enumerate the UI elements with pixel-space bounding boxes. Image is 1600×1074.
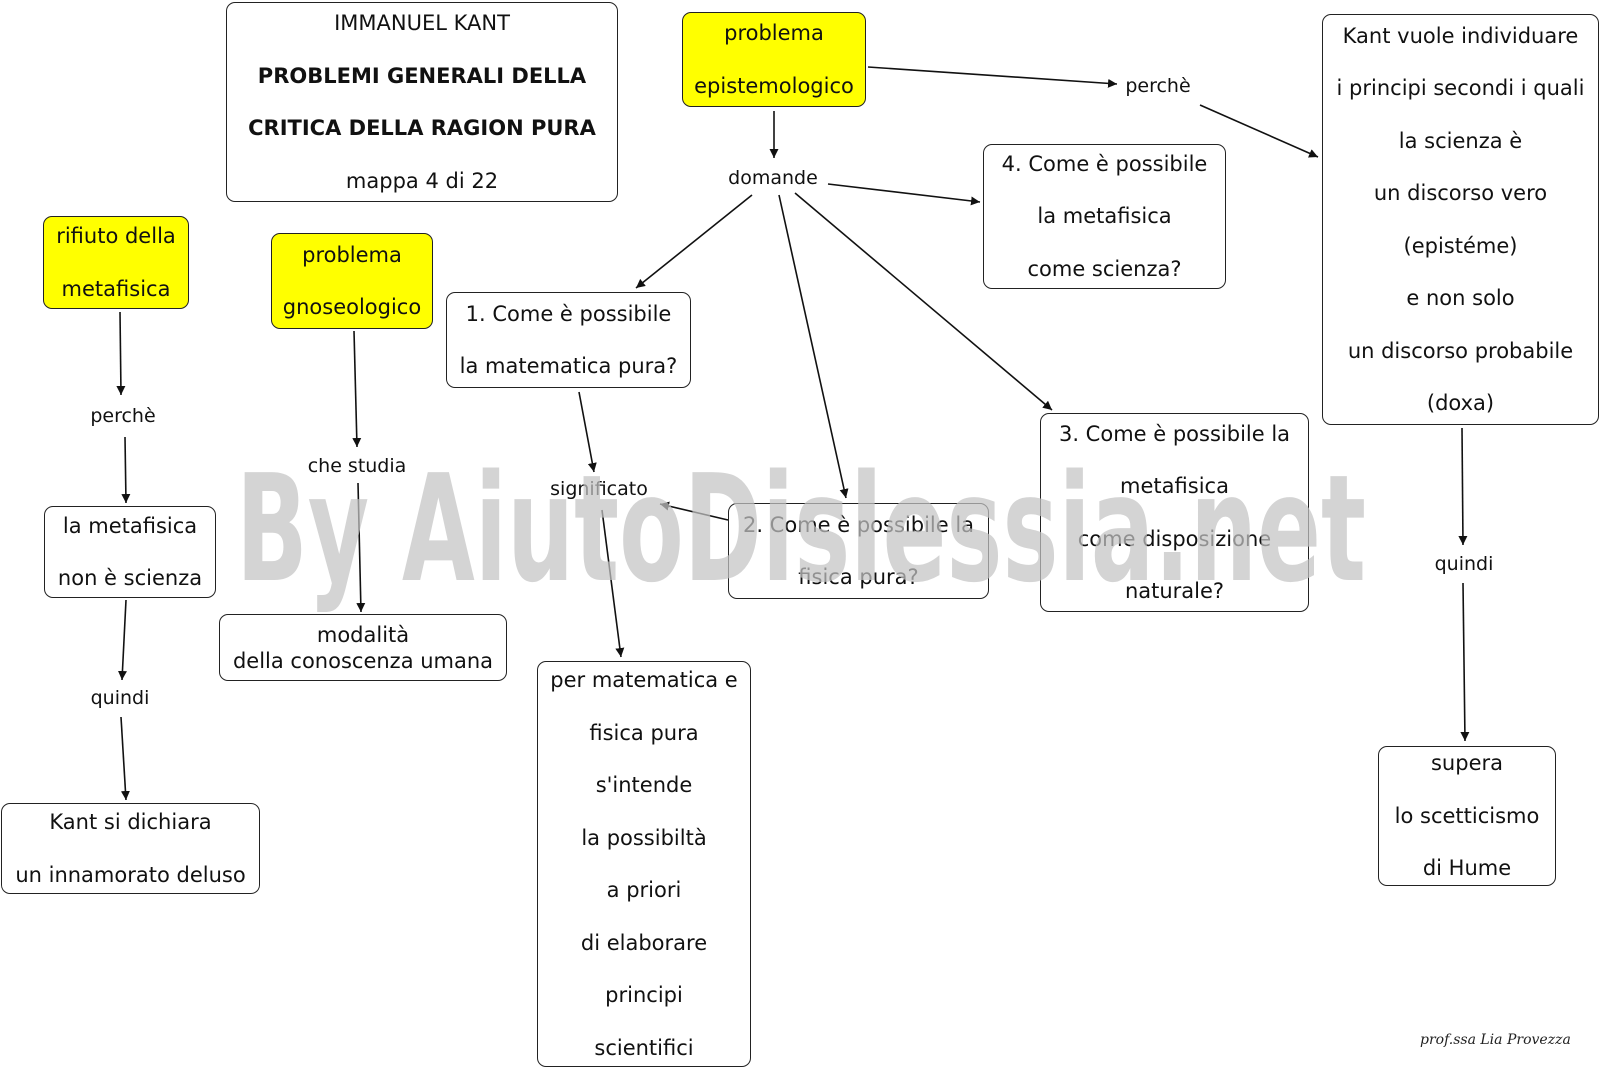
node-kant-vuole-individuare: Kant vuole individuare i principi second… [1322,14,1599,425]
title-heading-line2: CRITICA DELLA RAGION PURA [248,102,596,155]
node-text: un discorso vero [1374,167,1547,220]
arrow-domande-q1 [636,195,752,288]
node-text: supera [1431,737,1503,790]
arrow-epistemologico-perche [868,67,1117,84]
node-text: i principi secondi i quali [1337,62,1585,115]
link-label-quindi-left: quindi [89,687,152,709]
arrow-gnoseologico-chestudia [354,331,357,447]
node-rifiuto-metafisica: rifiuto della metafisica [43,216,189,309]
node-text: problema [724,7,824,60]
node-text: la possibiltà [581,812,706,865]
node-text: 2. Come è possibile la [743,499,974,552]
map-number: mappa 4 di 22 [346,155,498,208]
node-text: come disposizione [1078,513,1271,566]
link-label-perche-right: perchè [1123,75,1192,97]
node-metafisica-non-scienza: la metafisica non è scienza [44,506,216,598]
node-innamorato-deluso: Kant si dichiara un innamorato deluso [1,803,260,894]
arrow-q1-significato [579,392,594,472]
node-text: principi [605,969,683,1022]
arrow-perche-metafisica [125,437,126,503]
node-text: gnoseologico [283,281,421,334]
node-text: 4. Come è possibile [1002,138,1208,191]
node-text: modalità [317,622,409,648]
arrow-quindi-supera [1463,583,1465,741]
link-label-domande: domande [726,167,820,189]
arrow-domande-q2 [779,195,846,498]
arrow-metafisica-quindi [122,600,126,680]
link-label-significato: significato [548,478,650,500]
node-text: 3. Come è possibile la [1059,408,1290,461]
node-text: a priori [607,864,682,917]
node-text: come scienza? [1027,243,1181,296]
node-text: fisica pura? [798,551,918,604]
link-label-perche-left: perchè [88,405,157,427]
arrow-significato-matematica [602,510,621,657]
node-text: s'intende [596,759,693,812]
node-problema-gnoseologico: problema gnoseologico [271,233,433,329]
title-heading-line1: PROBLEMI GENERALI DELLA [258,50,586,103]
node-text: (doxa) [1427,377,1494,430]
node-question-matematica: 1. Come è possibile la matematica pura? [446,292,691,388]
node-modalita-conoscenza: modalità della conoscenza umana [219,614,507,681]
link-label-che-studia: che studia [306,455,409,477]
title-box: IMMANUEL KANT PROBLEMI GENERALI DELLA CR… [226,2,618,202]
node-text: non è scienza [58,552,202,605]
node-text: metafisica [62,263,171,316]
arrow-domande-q4 [828,184,980,202]
node-text: di elaborare [581,917,707,970]
author-signature: prof.ssa Lia Provezza [1420,1032,1571,1048]
node-text: 1. Come è possibile [466,288,672,341]
node-text: Kant vuole individuare [1343,10,1579,63]
node-text: della conoscenza umana [233,648,493,674]
link-label-quindi-right: quindi [1433,553,1496,575]
node-text: e non solo [1406,272,1514,325]
node-text: di Hume [1423,842,1511,895]
node-question-metafisica-naturale: 3. Come è possibile la metafisica come d… [1040,413,1309,612]
node-text: la scienza è [1399,115,1522,168]
node-text: metafisica [1120,460,1229,513]
arrow-rifiuto-perche [120,312,121,395]
node-definizione-matematica-fisica: per matematica e fisica pura s'intende l… [537,661,751,1067]
title-author: IMMANUEL KANT [334,0,510,50]
node-text: (epistéme) [1404,220,1518,273]
node-problema-epistemologico: problema epistemologico [682,12,866,107]
node-text: la matematica pura? [460,340,678,393]
arrow-kantvuole-quindi [1462,428,1463,545]
node-text: un innamorato deluso [15,849,245,902]
node-text: fisica pura [589,707,698,760]
node-text: naturale? [1125,565,1224,618]
arrow-q2-significato [660,504,728,520]
node-text: lo scetticismo [1395,790,1540,843]
node-text: rifiuto della [56,210,176,263]
node-text: un discorso probabile [1348,325,1573,378]
arrow-quindi-innamorato [121,717,126,800]
node-text: la metafisica [63,500,197,553]
node-text: scientifici [594,1022,693,1074]
node-question-metafisica-scienza: 4. Come è possibile la metafisica come s… [983,144,1226,289]
node-text: Kant si dichiara [49,796,211,849]
node-text: la metafisica [1037,190,1171,243]
node-question-fisica: 2. Come è possibile la fisica pura? [728,503,989,599]
node-text: epistemologico [694,60,854,113]
node-text: problema [302,229,402,282]
node-text: per matematica e [550,654,737,707]
node-supera-scetticismo: supera lo scetticismo di Hume [1378,746,1556,886]
arrow-chestudia-modalita [358,483,361,612]
